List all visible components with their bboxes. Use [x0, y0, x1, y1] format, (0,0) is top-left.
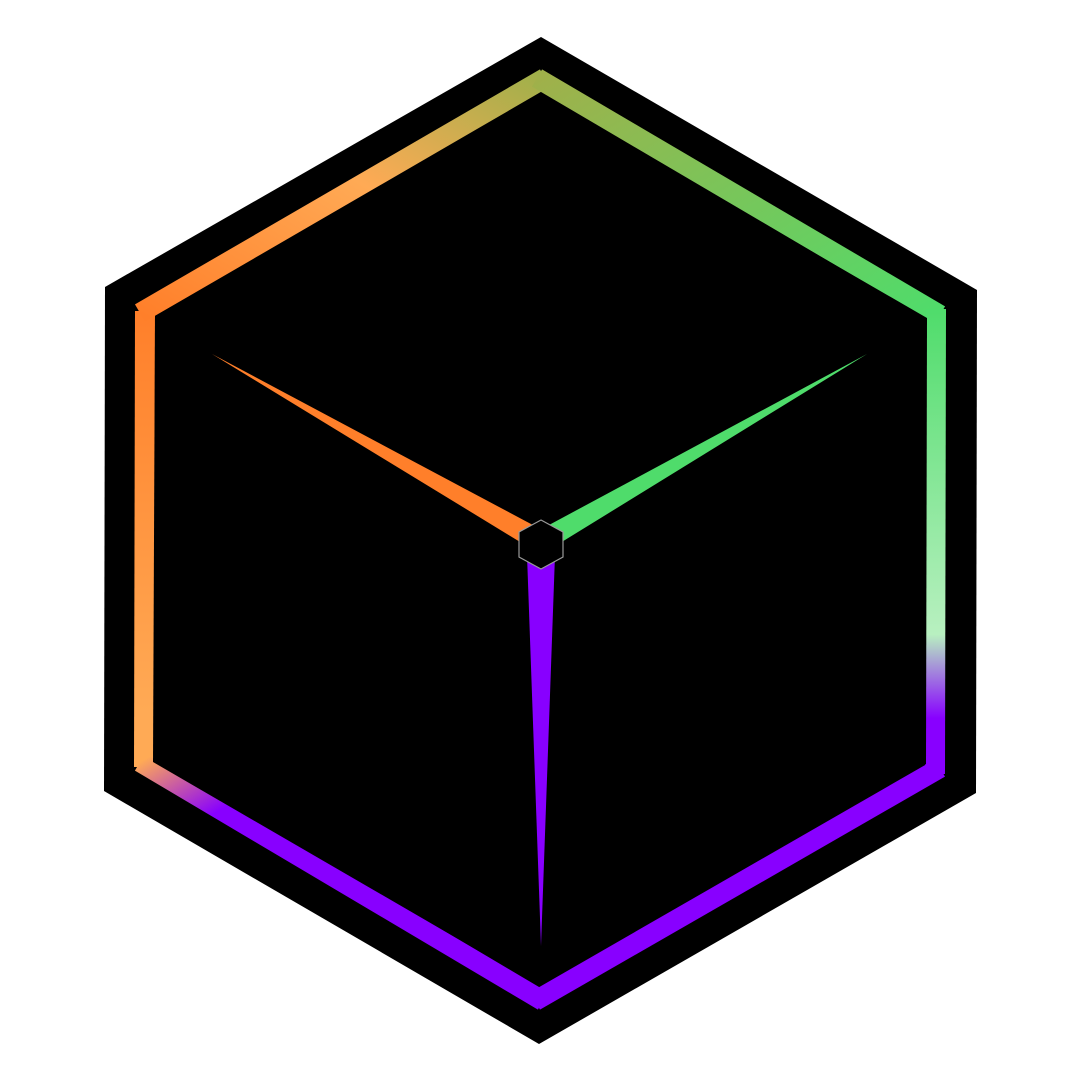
cube-edge-bottom — [527, 555, 555, 946]
ring-segment-top-right — [531, 69, 946, 324]
ring-segment-bottom-left — [134, 753, 549, 1010]
ring-segment-top-left — [134, 69, 551, 322]
ring-segment-left — [134, 310, 155, 768]
ring-segment-bottom-right — [530, 759, 945, 1010]
center-hexagon — [518, 519, 564, 570]
cube-edge-left — [212, 354, 546, 548]
ring-segment-right — [925, 308, 946, 775]
cube-edge-right — [536, 354, 867, 548]
